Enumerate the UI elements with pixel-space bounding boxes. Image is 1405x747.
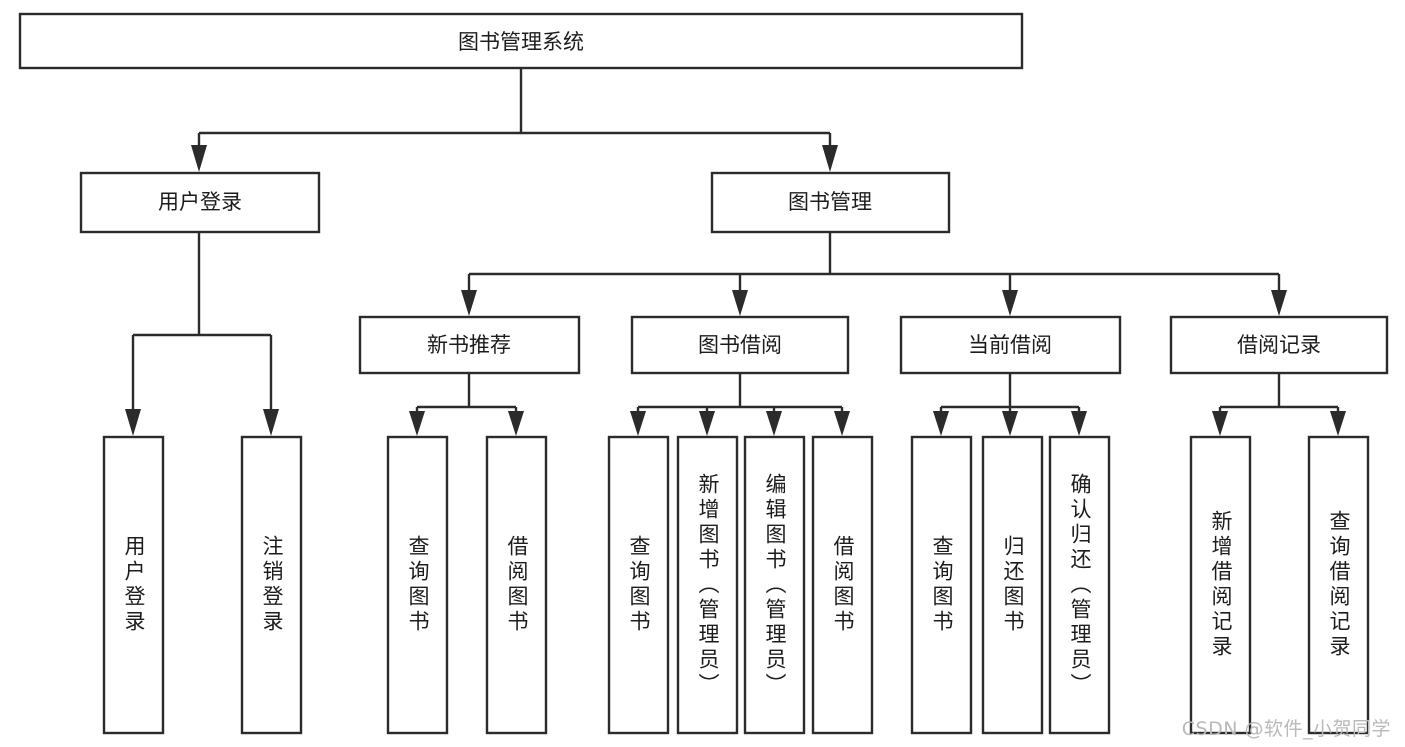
arrowhead-new-book-rec [461,290,477,316]
arrowhead-borrow-record [1271,290,1287,316]
arrowhead-leaf-logout [263,409,279,436]
arrowhead-bb-query-book [630,411,646,436]
node-label-current-borrow: 当前借阅 [968,333,1052,357]
connector-group-current-borrow [933,373,1087,436]
arrowhead-bb-edit-book [766,411,782,436]
arrowhead-current-borrow [1002,290,1018,316]
node-box-leaf-nbr-query-book[interactable] [386,435,449,735]
arrowhead-book-manage [822,145,838,172]
arrowhead-bb-borrow-book [834,411,850,436]
node-label-book-manage: 图书管理 [788,190,872,214]
watermark-label: CSDN @软件_小贺同学 [1181,718,1391,740]
node-box-leaf-br-query-record[interactable] [1307,435,1370,735]
arrowhead-cb-query-book [933,411,949,436]
arrowhead-cb-return-book [1002,411,1018,436]
arrowhead-leaf-user-login [125,409,141,436]
node-label-new-book-rec: 新书推荐 [427,333,511,357]
node-box-new-book-rec[interactable] [358,315,581,375]
arrowhead-br-add-record [1212,411,1228,436]
node-box-leaf-bb-edit-book[interactable] [743,435,806,735]
node-box-user-login[interactable] [79,171,321,234]
connector-group-book-borrow [630,373,850,436]
node-label-borrow-record: 借阅记录 [1237,333,1321,357]
arrowhead-br-query-record [1330,411,1346,436]
node-box-leaf-cb-query-book[interactable] [910,435,973,735]
arrowhead-user-login [191,145,207,172]
node-box-root[interactable] [18,12,1024,70]
node-label-root: 图书管理系统 [458,30,584,54]
node-box-borrow-record[interactable] [1169,315,1389,375]
arrowhead-nbr-borrow-book [508,411,524,436]
node-box-book-manage[interactable] [710,171,951,234]
node-box-leaf-br-add-record[interactable] [1189,435,1252,735]
connector-group-book-manage [461,232,1287,316]
node-box-leaf-nbr-borrow-book[interactable] [485,435,548,735]
node-box-leaf-user-login[interactable] [102,435,165,735]
node-box-book-borrow[interactable] [630,315,850,375]
arrowhead-book-borrow [732,290,748,316]
arrowhead-bb-add-book [699,411,715,436]
arrowhead-cb-confirm-return [1071,411,1087,436]
node-box-current-borrow[interactable] [899,315,1122,375]
node-label-book-borrow: 图书借阅 [698,333,782,357]
connector-group-user-login [125,232,279,436]
connector-group-borrow-record [1212,373,1346,436]
node-box-leaf-cb-return-book[interactable] [981,435,1044,735]
arrowhead-nbr-query-book [409,411,425,436]
connector-group-new-book-rec [409,373,524,436]
node-box-leaf-bb-query-book[interactable] [607,435,670,735]
node-box-leaf-bb-borrow-book[interactable] [811,435,874,735]
node-box-leaf-bb-add-book[interactable] [676,435,739,735]
node-box-leaf-logout[interactable] [240,435,303,735]
node-box-leaf-cb-confirm-return[interactable] [1048,435,1111,735]
connector-group-root [191,68,838,172]
node-label-user-login: 用户登录 [158,190,242,214]
